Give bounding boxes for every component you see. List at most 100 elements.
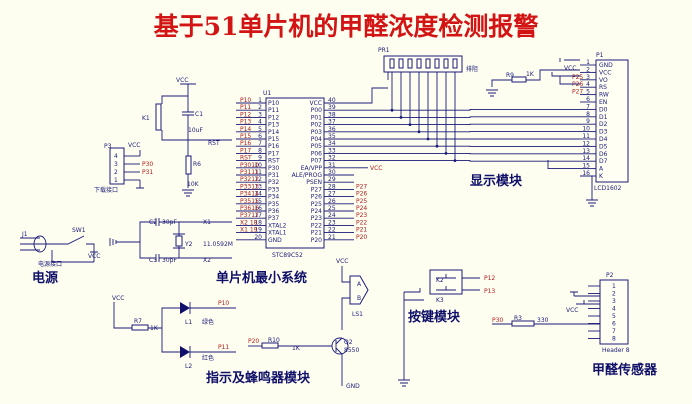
mcu-left-pin-num: 1: [258, 97, 262, 104]
mcu-left-pin-name: P33: [268, 186, 279, 193]
mcu-left-pin-net: RST: [240, 155, 252, 162]
pr1-label: 排阻: [466, 65, 478, 73]
mcu-left-pin-num: 11: [254, 169, 262, 176]
lcd-pins: GND1VCC2VO3P25RS4P26RW5P27EN6D07D18D29D3…: [572, 59, 613, 180]
lcd-pin-num: 6: [586, 96, 590, 103]
page-title: 基于51单片机的甲醛浓度检测报警: [154, 12, 539, 41]
mcu-part: STC89C52: [272, 252, 303, 259]
mcu-right-pin-name: EA/VPP: [301, 165, 323, 172]
lcd-pin-name: GND: [599, 62, 613, 69]
p2-pin-num: 7: [612, 328, 616, 335]
k3-net: P13: [484, 288, 495, 295]
lcd-vcc-label: VCC: [564, 65, 576, 72]
mcu-right-pin-name: P22: [311, 222, 322, 229]
mcu-left-pin-name: P15: [268, 136, 279, 143]
power-socket-label: 电源接口: [38, 260, 62, 268]
pr1-element: [416, 58, 422, 69]
mcu-right-pin-name: P02: [311, 122, 322, 129]
lcd-pin-net: P26: [572, 81, 583, 88]
mcu-left-pins: P101P10P112P11P123P12P134P13P145P14P156P…: [236, 97, 287, 244]
sensor-block-label: 甲醛传感器: [592, 362, 658, 378]
c1-ref: C1: [195, 111, 203, 118]
k2-net: P12: [484, 275, 495, 282]
mcu-left-pin-num: 20: [254, 234, 262, 241]
p2-pin-num: 2: [612, 291, 616, 298]
mcu-right-pin-name: VCC: [310, 100, 322, 107]
lcd-pin-net: P27: [572, 89, 583, 96]
mcu-block-label: 单片机最小系统: [216, 270, 307, 286]
mcu-left-pin-num: 19: [254, 227, 262, 234]
mcu-left-pin-net: P11: [240, 104, 251, 111]
display-module-label: 显示模块: [470, 173, 523, 189]
mcu-left-pin-net: P15: [240, 133, 251, 140]
l2-color: 红色: [202, 354, 214, 362]
mcu-right-pin-name: P24: [311, 208, 322, 215]
crystal-freq: 11.0592M: [203, 241, 233, 248]
bus-wire-to-lcd: [455, 160, 580, 162]
lcd-pin-num: 2: [586, 66, 590, 73]
lcd-pin-name: D7: [599, 158, 608, 165]
c2-value: 30pF: [162, 219, 177, 226]
mcu-right-pin-num: 36: [328, 126, 336, 133]
mcu-left-pin-name: P34: [268, 194, 279, 201]
mcu-right-pin-net: P25: [356, 198, 367, 205]
mcu-left-pin-name: P14: [268, 129, 279, 136]
lcd-pin-num: 14: [582, 155, 590, 162]
sw1-ref: SW1: [72, 227, 86, 234]
lcd-pin-name: VO: [599, 77, 608, 84]
lcd-pin-name: D2: [599, 121, 608, 128]
mcu-left-pin-name: XTAL2: [268, 222, 287, 229]
mcu-right-pin-net: P26: [356, 191, 367, 198]
mcu-right-pin-name: P00: [311, 107, 322, 114]
c1-value: 10uF: [188, 127, 203, 134]
mcu-ref: U1: [263, 90, 271, 97]
k1-ref: K1: [142, 115, 150, 122]
mcu-left-pin-net: P3717: [240, 212, 259, 219]
l1-ref: L1: [185, 319, 192, 326]
buzzer-net: P20: [248, 338, 259, 345]
mcu-left-pin-num: 6: [258, 133, 262, 140]
mcu-left-pin-net: P3313: [240, 183, 259, 190]
mcu-right-pin-net: P27: [356, 183, 367, 190]
mcu-right-pin-name: P04: [311, 136, 322, 143]
mcu-right-pin-name: P01: [311, 114, 322, 121]
mcu-right-pin-num: 37: [328, 119, 336, 126]
lcd-pin-num: 12: [582, 140, 590, 147]
mcu-left-pin-num: 8: [258, 147, 262, 154]
sensor-vcc: VCC: [566, 307, 578, 314]
buzzer-a: A: [357, 281, 362, 288]
bus-wire-to-lcd: [392, 108, 580, 111]
pr1-element: [434, 58, 440, 69]
mcu-right-pin-num: 33: [328, 147, 336, 154]
crystal-x1: X1: [203, 219, 211, 226]
lcd-pin-num: 5: [586, 89, 590, 96]
mcu-left-pin-num: 17: [254, 212, 262, 219]
buzzer-circuit: VCC A B LS1 P20 R10 1K Q2 8550 GND 指示及蜂鸣…: [206, 258, 369, 390]
led-l1: [180, 302, 190, 314]
lcd-pin-num: 13: [582, 148, 590, 155]
crystal-ref: Y2: [184, 241, 193, 248]
mcu-right-pin-name: P06: [311, 150, 322, 157]
l2-net: P11: [218, 344, 229, 351]
lcd-pin-name: D6: [599, 151, 608, 158]
p3-label: 下载接口: [94, 186, 118, 194]
data-bus-wires: [354, 72, 598, 207]
bus-wire-to-pr1: [354, 72, 447, 154]
mcu-right-pin-name: P05: [311, 143, 322, 150]
lcd-pin-num: 15: [582, 163, 590, 170]
pr1-resistor-network: PR1 排阻: [378, 47, 478, 80]
p3-ref: P3: [104, 143, 112, 150]
mcu-left-pin-num: 18: [254, 219, 262, 226]
r10-value: 1K: [292, 345, 301, 352]
mcu-left-pin-num: 15: [254, 198, 262, 205]
bus-wire-to-pr1: [354, 72, 456, 162]
mcu-left-pin-num: 16: [254, 205, 262, 212]
mcu-left-pin-name: P17: [268, 150, 279, 157]
k1-switch: [155, 103, 162, 131]
p2-ref: P2: [606, 272, 614, 279]
mcu-right-pin-num: 27: [328, 191, 336, 198]
r3-body: [511, 320, 535, 327]
